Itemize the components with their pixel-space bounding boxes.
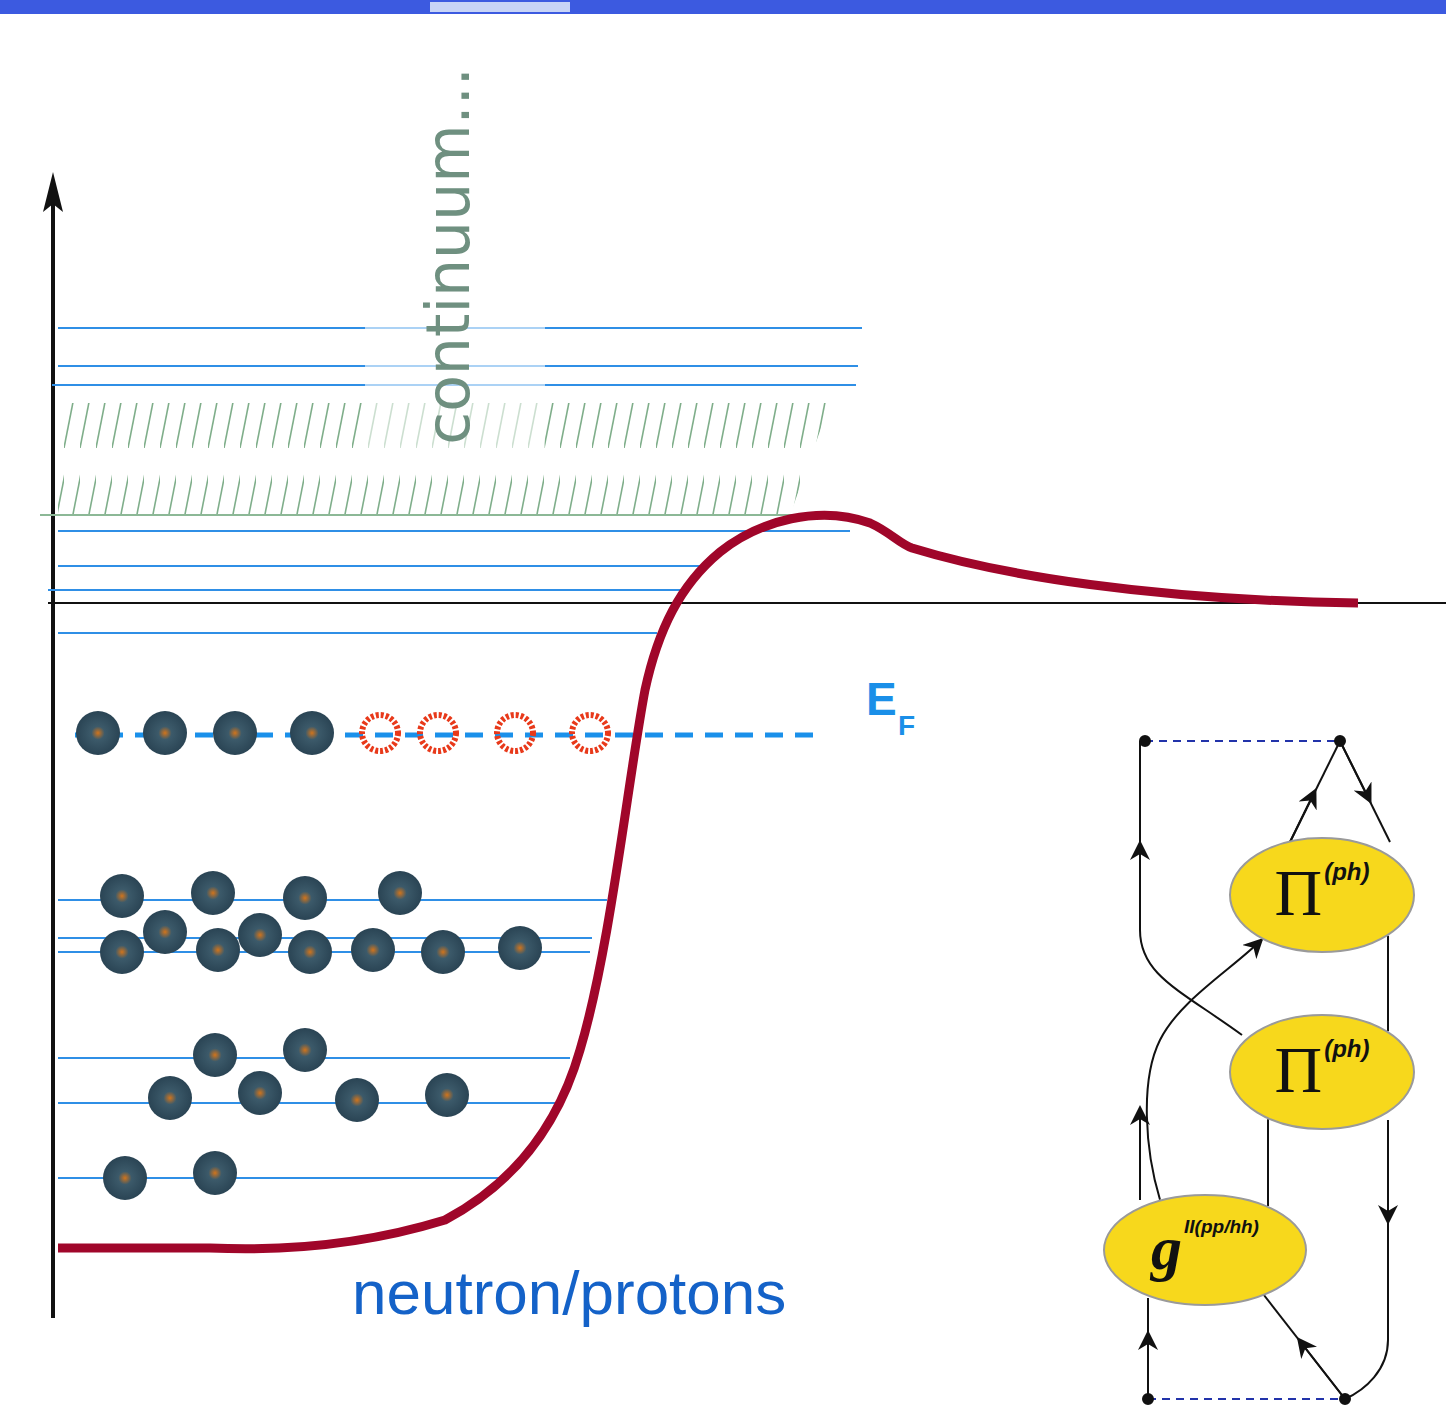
ellipse-shape	[1230, 838, 1414, 952]
nucleon	[193, 1151, 237, 1195]
hole	[572, 715, 608, 751]
propagator-line	[1267, 1119, 1269, 1206]
nucleon	[351, 928, 395, 972]
vertex-superscript: (ph)	[1324, 860, 1369, 884]
nucleon	[196, 928, 240, 972]
nucleon	[238, 913, 282, 957]
particles	[76, 711, 608, 1200]
nucleon	[100, 930, 144, 974]
vertex-label: Π(ph)	[1229, 1014, 1415, 1130]
hole	[497, 715, 533, 751]
fermi-label: E	[866, 676, 897, 722]
nucleon	[148, 1076, 192, 1120]
nucleon	[191, 871, 235, 915]
vertex-symbol: g	[1151, 1217, 1182, 1279]
vertex-symbol: Π	[1275, 860, 1323, 926]
continuum-threshold	[40, 514, 800, 516]
vertex-ellipse: gII(pp/hh)	[1103, 1194, 1307, 1306]
propagator-line	[1387, 936, 1389, 1031]
nucleon	[100, 874, 144, 918]
fermi-line	[75, 733, 825, 738]
fermi-subscript: F	[898, 712, 915, 740]
vertex-label: gII(pp/hh)	[1103, 1194, 1307, 1306]
energy-axis	[51, 185, 55, 1318]
nucleon	[290, 711, 334, 755]
vertex-ellipse: Π(ph)	[1229, 837, 1415, 953]
axis-arrowhead	[43, 172, 63, 212]
particle-label: neutron/protons	[352, 1262, 786, 1324]
nucleon	[143, 711, 187, 755]
potential-curve	[58, 515, 1358, 1248]
nucleon	[288, 930, 332, 974]
nucleon	[421, 930, 465, 974]
ellipse-shape	[1230, 1015, 1414, 1129]
nucleon	[283, 876, 327, 920]
nucleon	[103, 1156, 147, 1200]
nucleon	[238, 1071, 282, 1115]
nucleon	[378, 871, 422, 915]
vertex-symbol: Π	[1275, 1037, 1323, 1103]
interaction-line	[1145, 740, 1340, 742]
nucleon	[193, 1033, 237, 1077]
ellipse-outline	[1103, 1194, 1307, 1306]
nucleon	[143, 910, 187, 954]
vertex-superscript: (ph)	[1324, 1037, 1369, 1061]
vertex-ellipse: Π(ph)	[1229, 1014, 1415, 1130]
top-band	[430, 2, 570, 12]
top-band	[0, 0, 1446, 14]
nucleon	[283, 1028, 327, 1072]
ellipse-shape	[1104, 1195, 1306, 1305]
interaction-line	[1148, 1398, 1345, 1400]
vertex-superscript: II(pp/hh)	[1184, 1217, 1259, 1236]
continuum-label: continuum...	[418, 67, 478, 445]
nucleon	[498, 926, 542, 970]
nucleon	[425, 1073, 469, 1117]
nucleon	[213, 711, 257, 755]
nucleon	[335, 1078, 379, 1122]
hole	[362, 715, 398, 751]
hole	[420, 715, 456, 751]
nucleon	[76, 711, 120, 755]
vertex-label: Π(ph)	[1229, 837, 1415, 953]
